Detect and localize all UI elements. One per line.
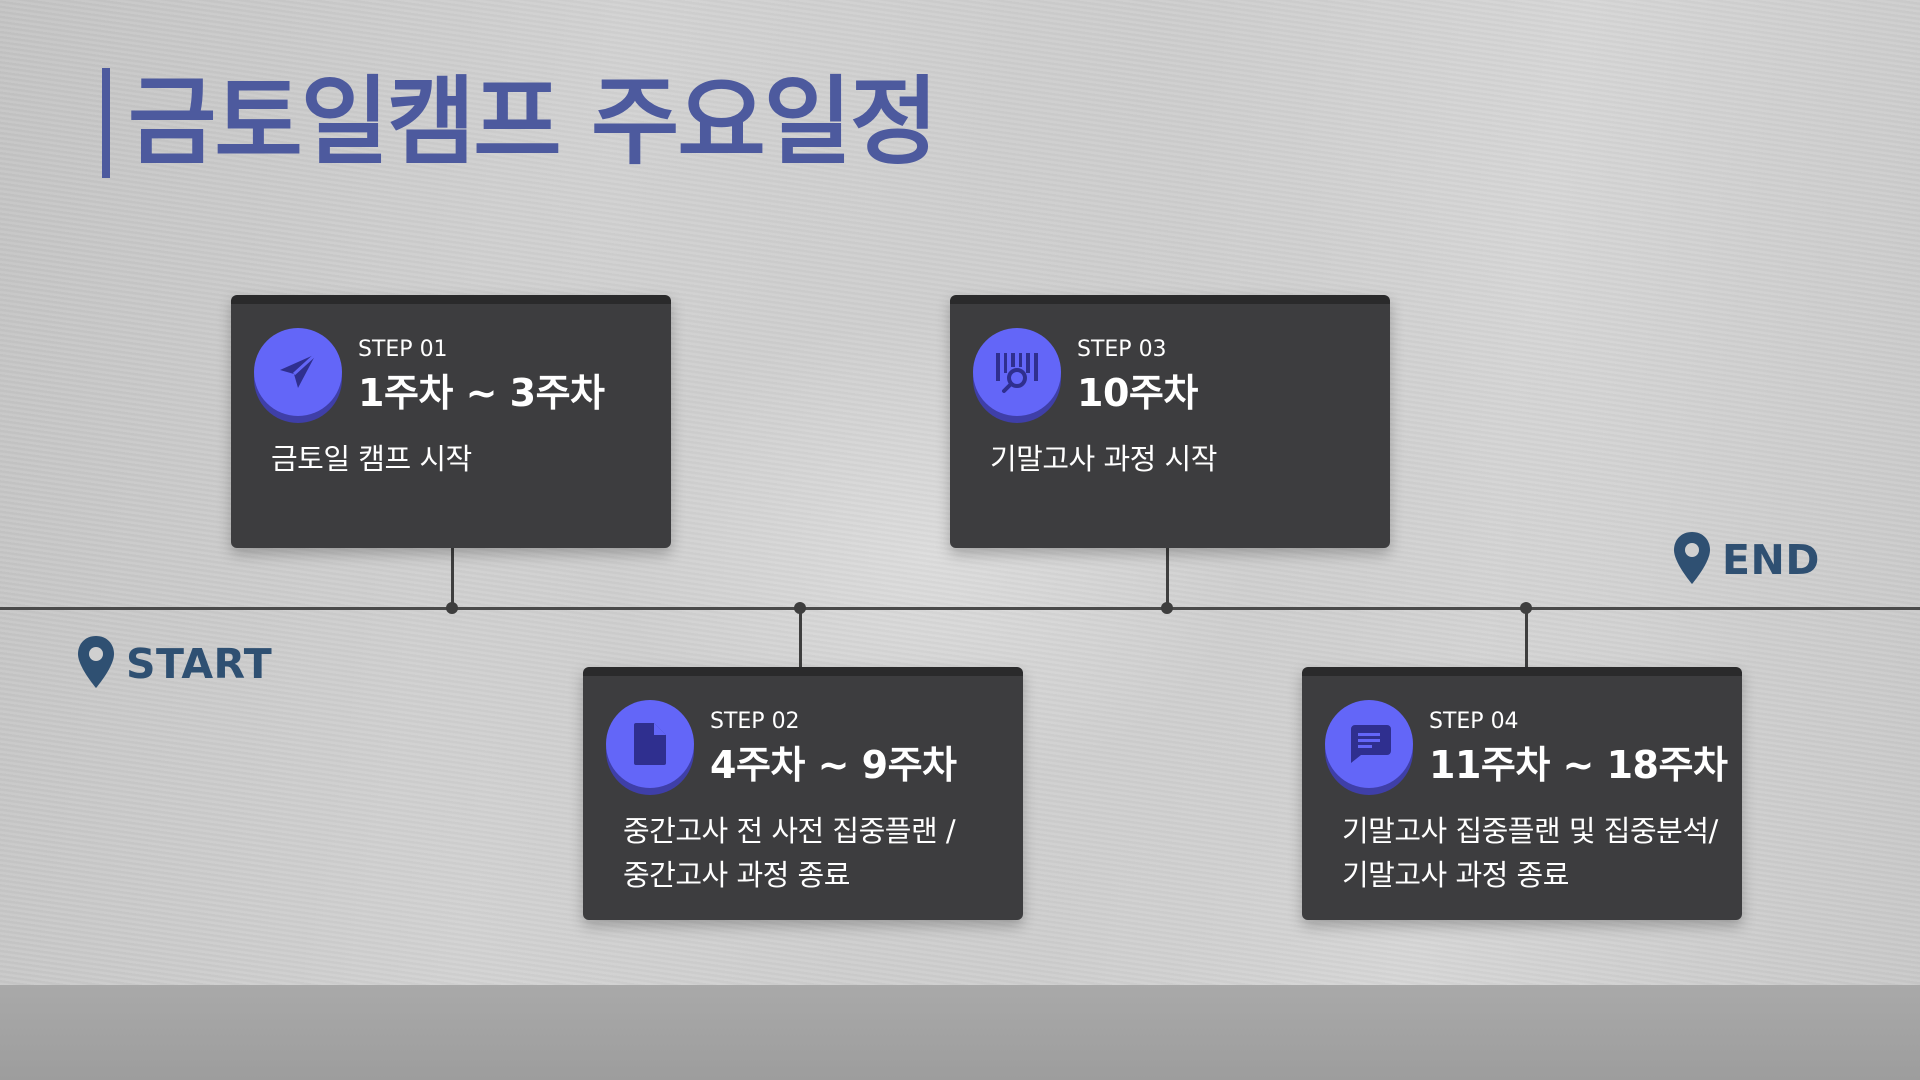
step-card-03: STEP 03 10주차 기말고사 과정 시작 [950, 295, 1390, 548]
start-label: START [126, 640, 273, 688]
start-marker: START [76, 634, 272, 694]
step-period: 11주차 ~ 18주차 [1429, 743, 1728, 787]
step-card-04: STEP 04 11주차 ~ 18주차 기말고사 집중플랜 및 집중분석/ 기말… [1302, 667, 1742, 920]
step-card-02: STEP 02 4주차 ~ 9주차 중간고사 전 사전 집중플랜 / 중간고사 … [583, 667, 1023, 920]
paper-plane-icon [254, 328, 342, 416]
step-label: STEP 04 [1429, 709, 1519, 734]
step-label: STEP 03 [1077, 337, 1167, 362]
step-period: 4주차 ~ 9주차 [710, 743, 957, 787]
step-period: 10주차 [1077, 371, 1198, 415]
connector-step-03 [1166, 548, 1169, 608]
step-label: STEP 02 [710, 709, 800, 734]
connector-step-02 [799, 607, 802, 669]
step-description: 기말고사 과정 시작 [990, 442, 1217, 476]
step-description: 금토일 캠프 시작 [271, 442, 472, 476]
timeline-dot-step-01 [446, 602, 458, 614]
title-accent-bar [102, 68, 110, 178]
step-card-01: STEP 01 1주차 ~ 3주차 금토일 캠프 시작 [231, 295, 671, 548]
step-description: 기말고사 집중플랜 및 집중분석/ 기말고사 과정 종료 [1342, 814, 1718, 892]
chat-bubble-icon [1325, 700, 1413, 788]
timeline-dot-step-03 [1161, 602, 1173, 614]
location-pin-icon [76, 634, 116, 694]
location-pin-icon [1672, 530, 1712, 590]
page-title: 금토일캠프 주요일정 [128, 66, 938, 178]
timeline-dot-step-04 [1520, 602, 1532, 614]
step-description: 중간고사 전 사전 집중플랜 / 중간고사 과정 종료 [623, 814, 956, 892]
connector-step-01 [451, 548, 454, 608]
step-label: STEP 01 [358, 337, 448, 362]
barcode-search-icon [973, 328, 1061, 416]
document-icon [606, 700, 694, 788]
connector-step-04 [1525, 607, 1528, 669]
timeline-line [0, 607, 1920, 610]
timeline-dot-step-02 [794, 602, 806, 614]
step-period: 1주차 ~ 3주차 [358, 371, 605, 415]
end-marker: END [1672, 530, 1820, 590]
footer-band [0, 985, 1920, 1080]
end-label: END [1722, 536, 1820, 584]
